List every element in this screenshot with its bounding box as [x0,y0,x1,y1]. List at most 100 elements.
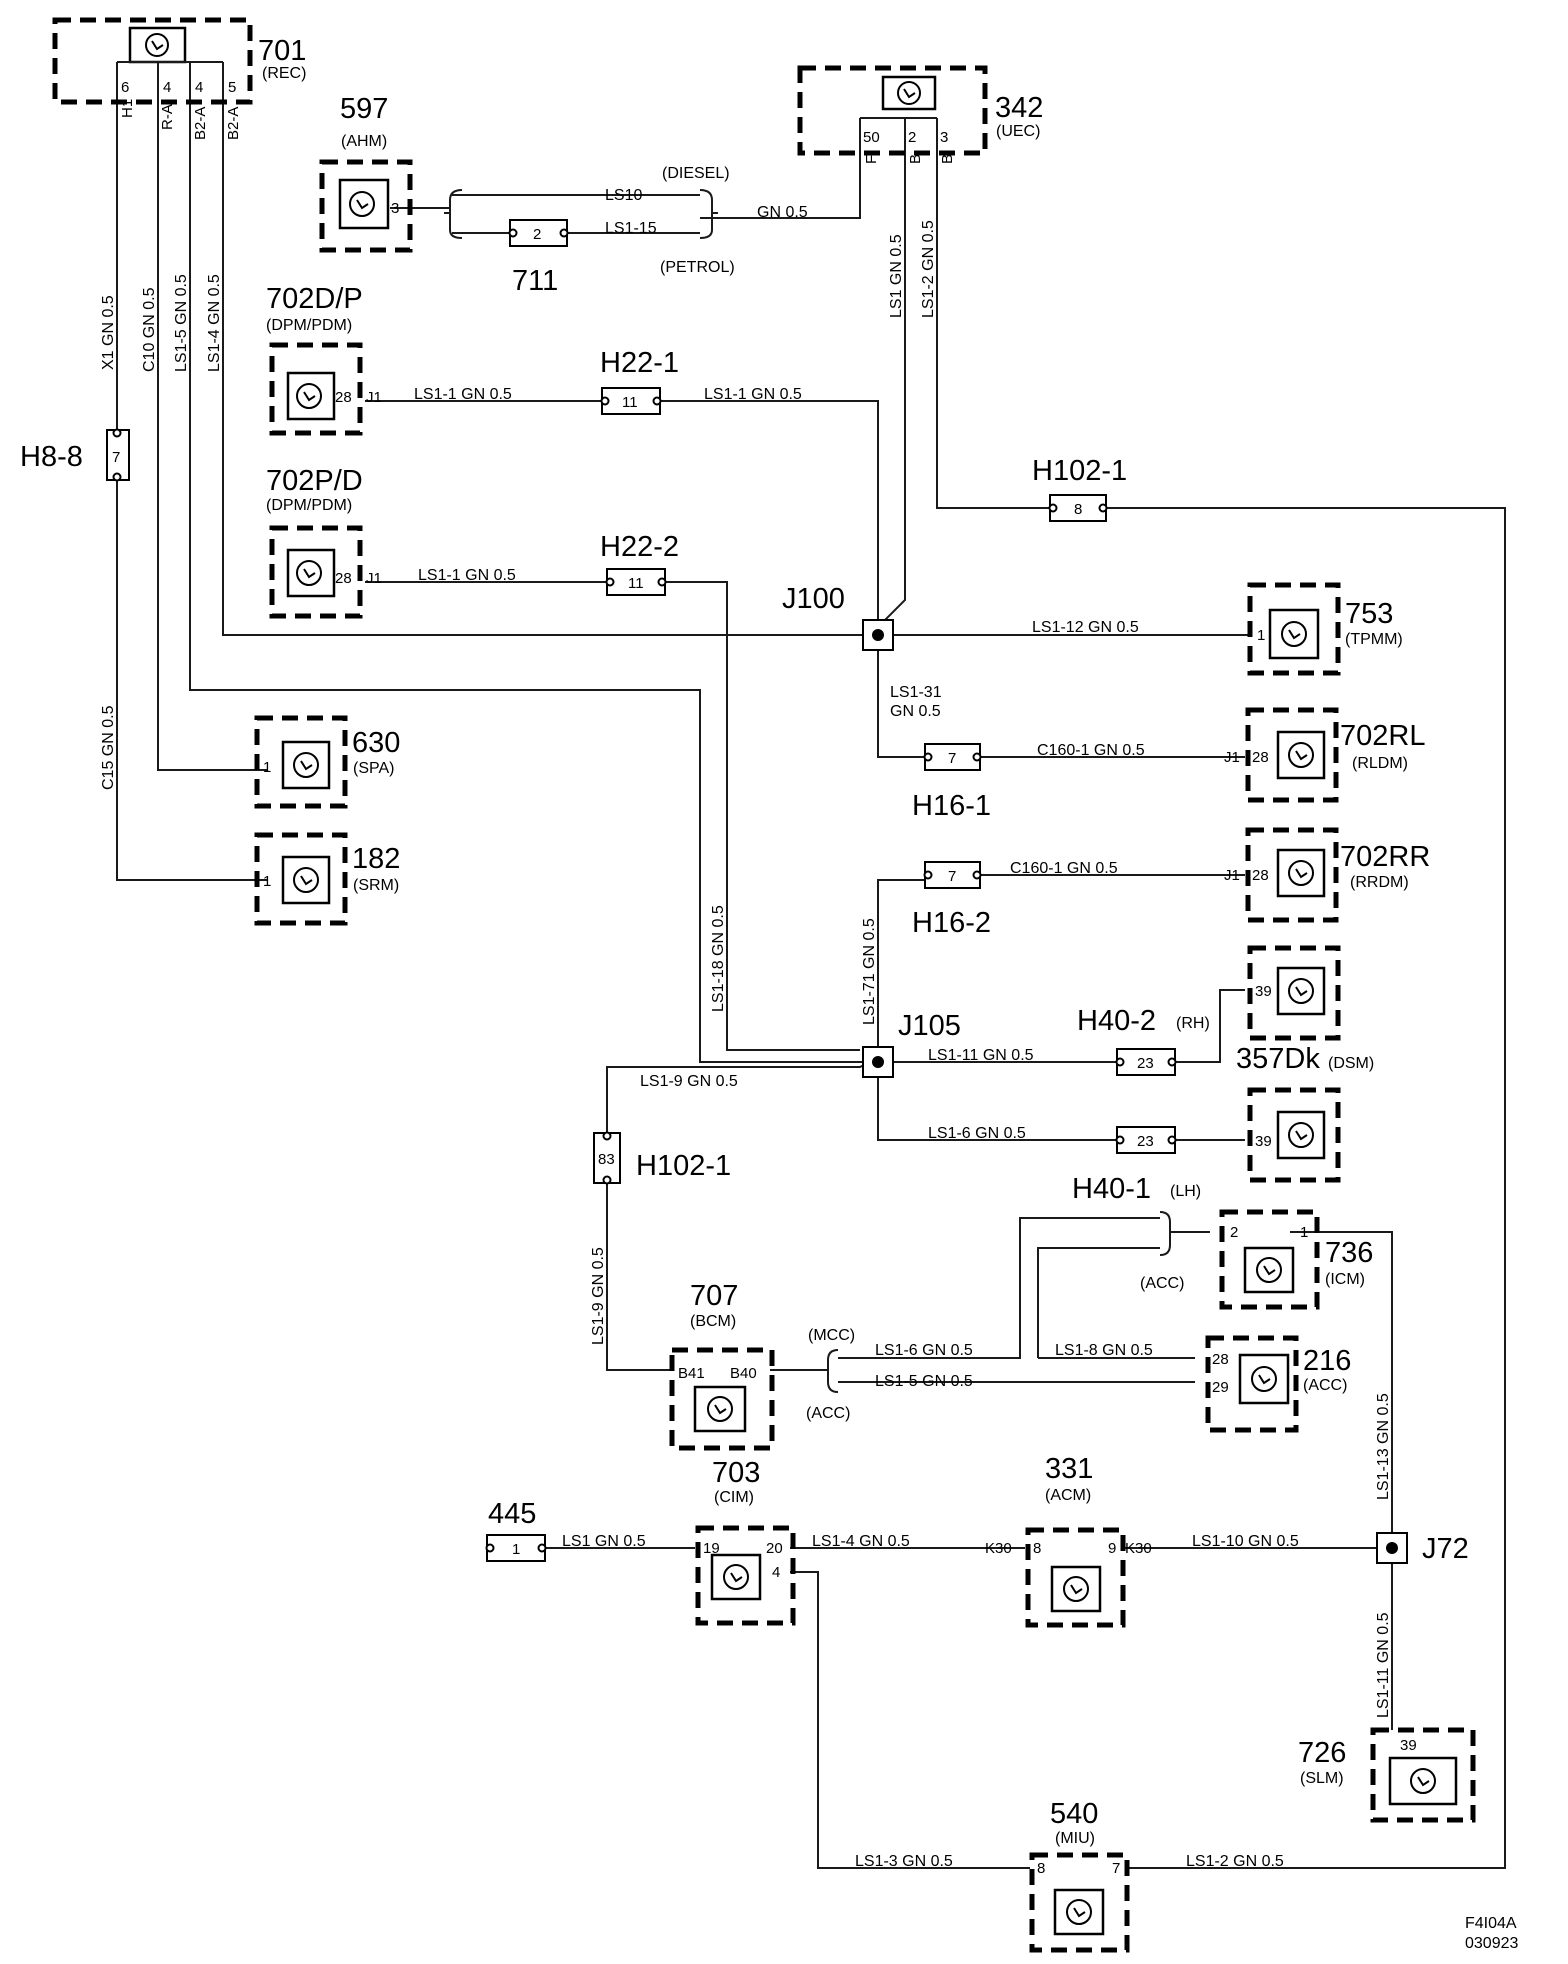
wire-label: LS1-31 [890,684,942,701]
connector-h401-id: H40-1 [1072,1173,1151,1205]
wires [116,98,1506,1869]
note-diesel: (DIESEL) [662,165,730,182]
pin-label: 4 [195,79,203,96]
pin-label: 39 [1400,1737,1417,1754]
component-736-sub: (ICM) [1325,1271,1365,1288]
wire-label: LS1-4 GN 0.5 [812,1533,910,1550]
wire-label: C160-1 GN 0.5 [1010,860,1118,877]
component-707-sub: (BCM) [690,1313,736,1330]
component-753-sub: (TPMM) [1345,631,1403,648]
pin-label: K30 [985,1540,1012,1557]
connector-h88-id: H8-8 [20,441,83,473]
component-216-sub: (ACC) [1303,1377,1347,1394]
pin-label: 3 [391,200,399,217]
component-701-sub: (REC) [262,65,306,82]
wire-label: LS1-1 GN 0.5 [414,386,512,403]
bracket-symbols [444,189,1176,1393]
pin-label: 4 [772,1564,780,1581]
connector-h402-pin: 23 [1137,1055,1154,1072]
pin-label: J1 [1224,749,1240,766]
pin-label: 9 [1108,1540,1116,1557]
wire-label: GN 0.5 [890,703,941,720]
connector-h402-sub: (RH) [1176,1015,1210,1032]
component-702dp-sub: (DPM/PDM) [266,317,352,334]
wire-label: LS1-10 GN 0.5 [1192,1533,1299,1550]
connector-h1021b-pin: 83 [598,1151,615,1168]
wire-label: GN 0.5 [757,204,808,221]
pin-label: 2 [1230,1224,1238,1241]
component-630-sub: (SPA) [353,760,394,777]
note-mcc: (MCC) [808,1327,855,1344]
pin-label: 4 [163,79,171,96]
pin-wire-label: B2-A [192,107,209,140]
component-342-id: 342 [995,92,1043,124]
footer-code: F4I04A [1465,1915,1517,1932]
pin-numbers: 6 4 4 5 50 2 3 3 28 J1 28 J1 1 1 1 J1 28… [121,79,1417,1877]
diagram-footer: F4I04A 030923 [1465,1915,1518,1952]
component-342-sub: (UEC) [996,123,1040,140]
pin-label: 28 [335,570,352,587]
pin-label: B41 [678,1365,705,1382]
wire-label: LS1-5 GN 0.5 [875,1373,973,1390]
component-702rl-id: 702RL [1340,720,1425,752]
pin-label: 20 [766,1540,783,1557]
pin-label: 39 [1255,1133,1272,1150]
connector-h1021b-id: H102-1 [636,1150,731,1182]
pin-label: J1 [1224,867,1240,884]
pin-label: 28 [1252,749,1269,766]
component-540-id: 540 [1050,1798,1098,1830]
connector-h222-pin: 11 [628,575,644,592]
pin-label: 39 [1255,983,1272,1000]
connector-h161-id: H16-1 [912,790,991,822]
pin-label: K30 [1125,1540,1152,1557]
pin-label: 5 [228,79,236,96]
junction-j105-label: J105 [898,1010,961,1042]
wire-label: LS1-2 GN 0.5 [920,220,937,318]
connector-h222-id: H22-2 [600,531,679,563]
component-597-id: 597 [340,93,388,125]
variant-notes: (DIESEL) (PETROL) (MCC) (ACC) (ACC) [660,165,1184,1422]
pin-label: 6 [121,79,129,96]
wire-label: LS1-6 GN 0.5 [875,1342,973,1359]
pin-label: 2 [908,129,916,146]
component-boxes [52,17,1476,1953]
wire-label: LS1 GN 0.5 [562,1533,646,1550]
component-labels: 701 (REC) 597 (AHM) 342 (UEC) 702D/P (DP… [258,35,1430,1847]
pin-label: 28 [335,389,352,406]
wire-label: LS1-13 GN 0.5 [1375,1393,1392,1500]
component-726-sub: (SLM) [1300,1770,1344,1787]
pin-label: 28 [1252,867,1269,884]
junction-j72-label: J72 [1422,1533,1469,1565]
pin-label: 3 [940,129,948,146]
wire-label: LS1-71 GN 0.5 [861,918,878,1025]
component-331-id: 331 [1045,1453,1093,1485]
wire-label: LS1-15 [605,220,657,237]
component-702rr-sub: (RRDM) [1350,874,1409,891]
component-540-sub: (MIU) [1055,1830,1095,1847]
junction-labels: J100 J105 J72 [782,583,1469,1565]
component-182-id: 182 [352,843,400,875]
connector-445-pin: 1 [512,1541,520,1558]
note-acc-736: (ACC) [1140,1275,1184,1292]
wire-label: LS1-6 GN 0.5 [928,1125,1026,1142]
wire-label: LS1-2 GN 0.5 [1186,1853,1284,1870]
component-703-sub: (CIM) [714,1489,754,1506]
component-702rl-sub: (RLDM) [1352,755,1408,772]
pin-label: 1 [1257,627,1265,644]
wire-label: LS1-12 GN 0.5 [1032,619,1139,636]
wire-label: LS1 GN 0.5 [888,234,905,318]
wire-label: LS1-3 GN 0.5 [855,1853,953,1870]
wire-label: LS1-1 GN 0.5 [418,567,516,584]
pin-wire-label: B [907,154,924,164]
component-702dp-id: 702D/P [266,283,363,315]
component-357-id: 357Dk [1236,1043,1320,1075]
connector-445-id: 445 [488,1498,536,1530]
connector-h1021a-id: H102-1 [1032,455,1127,487]
pin-label: 50 [863,129,880,146]
pin-label: J1 [366,389,382,406]
component-597-sub: (AHM) [341,133,387,150]
wire-label: LS1-11 GN 0.5 [1375,1612,1392,1718]
connector-711-id: 711 [512,265,558,297]
component-726-id: 726 [1298,1737,1346,1769]
